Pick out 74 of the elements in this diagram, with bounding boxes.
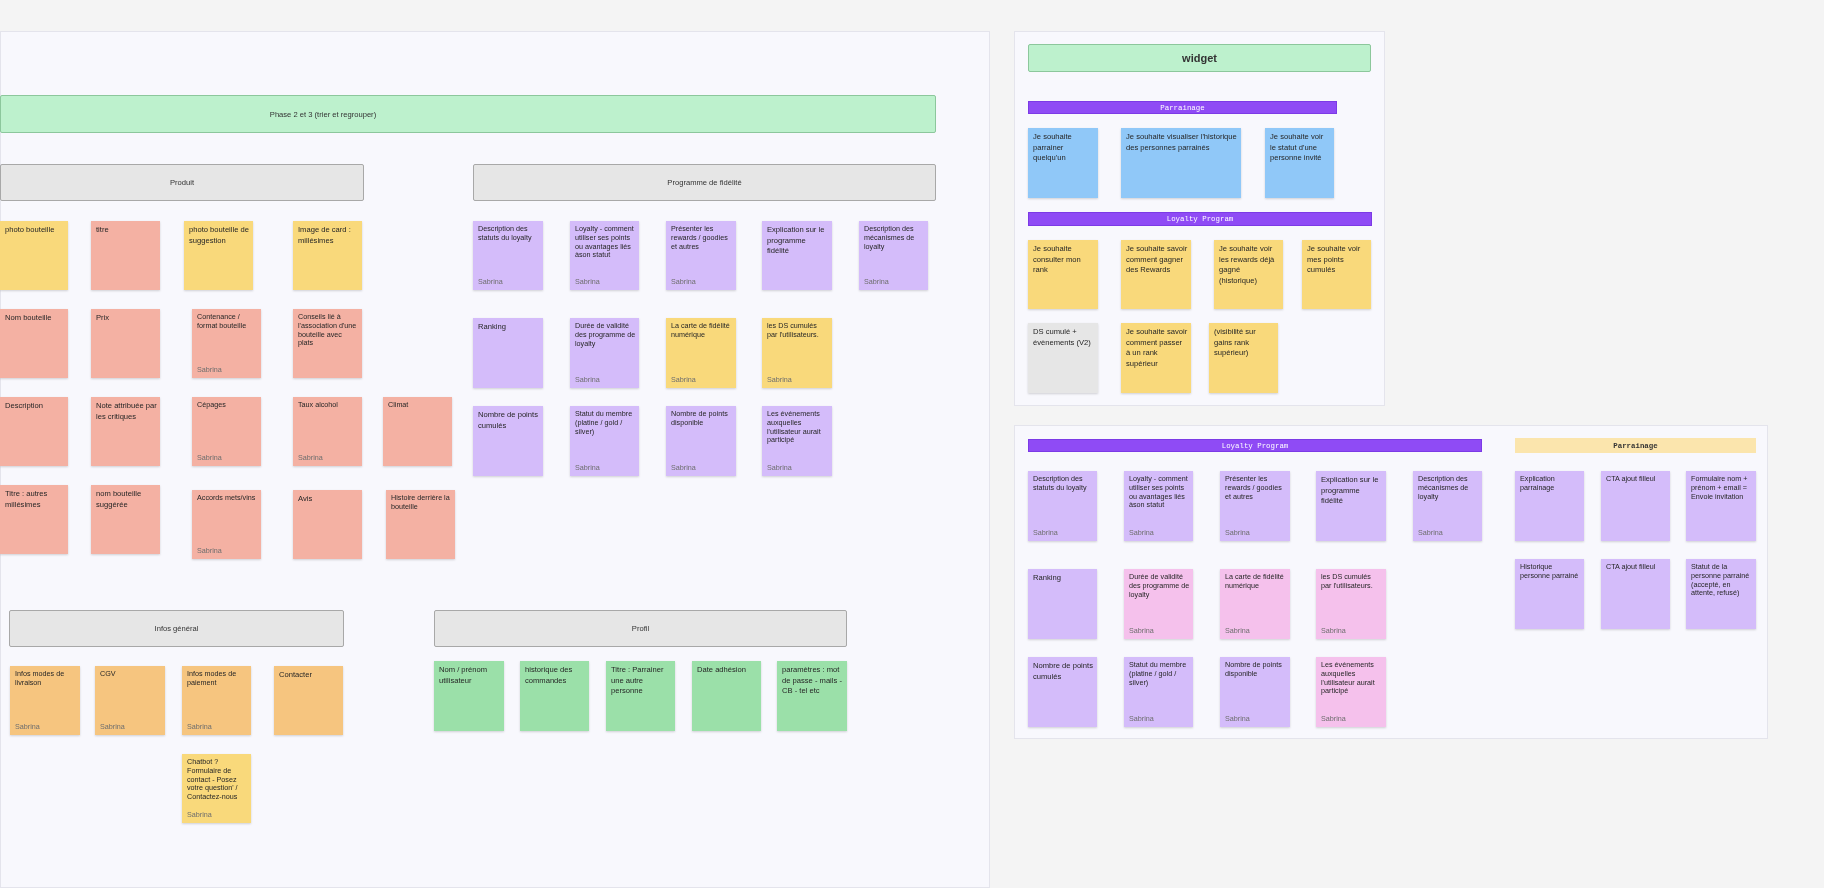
sticky-note xyxy=(1124,657,1193,727)
sticky-note xyxy=(762,221,832,290)
sticky-note xyxy=(762,406,832,476)
sticky-note xyxy=(473,318,543,388)
sticky-note xyxy=(95,666,165,735)
sticky-note xyxy=(666,406,736,476)
sticky-note xyxy=(1121,240,1191,309)
sticky-note xyxy=(184,221,253,290)
sticky-note xyxy=(0,397,68,466)
sticky-note xyxy=(606,661,675,731)
sticky-note xyxy=(1302,240,1371,309)
sticky-note xyxy=(1515,471,1584,541)
sticky-note xyxy=(473,221,543,290)
sticky-note xyxy=(1209,323,1278,393)
sticky-note xyxy=(473,406,543,476)
sticky-note xyxy=(1028,471,1097,541)
sticky-note xyxy=(0,221,68,290)
sticky-note xyxy=(1028,128,1098,198)
sticky-note xyxy=(762,318,832,388)
sticky-note xyxy=(1316,569,1386,639)
board-frame xyxy=(0,31,990,888)
sticky-note xyxy=(570,318,639,388)
sticky-note xyxy=(1601,559,1670,629)
sticky-note xyxy=(1316,657,1386,727)
sticky-note xyxy=(192,490,261,559)
sticky-note xyxy=(91,221,160,290)
sticky-note xyxy=(1220,471,1290,541)
sticky-note xyxy=(859,221,928,290)
sticky-note xyxy=(1265,128,1334,198)
sticky-note xyxy=(1028,569,1097,639)
sticky-note xyxy=(1601,471,1670,541)
sticky-note xyxy=(0,309,68,378)
sticky-note xyxy=(0,485,68,554)
sticky-note xyxy=(192,309,261,378)
sticky-note xyxy=(293,490,362,559)
sticky-note xyxy=(1121,323,1191,393)
sticky-note xyxy=(293,397,362,466)
sticky-note xyxy=(570,406,639,476)
board-frame xyxy=(1014,425,1768,739)
sticky-note xyxy=(1686,559,1756,629)
sticky-note xyxy=(182,754,251,823)
sticky-note xyxy=(293,221,362,290)
sticky-note xyxy=(10,666,80,735)
widget-title-banner: widget xyxy=(1028,44,1371,72)
sticky-note xyxy=(274,666,343,735)
sticky-note xyxy=(434,661,504,731)
sticky-note xyxy=(1316,471,1386,541)
sticky-note xyxy=(520,661,589,731)
sticky-note xyxy=(777,661,847,731)
sticky-note xyxy=(1220,569,1290,639)
sticky-note xyxy=(1028,240,1098,309)
sticky-note xyxy=(91,485,160,554)
sticky-note xyxy=(692,661,761,731)
sticky-note xyxy=(1214,240,1283,309)
sticky-note xyxy=(1124,569,1193,639)
sticky-note xyxy=(386,490,455,559)
sticky-note xyxy=(570,221,639,290)
sticky-note xyxy=(293,309,362,378)
sticky-note xyxy=(192,397,261,466)
sticky-note xyxy=(1220,657,1290,727)
sticky-note xyxy=(1124,471,1193,541)
sticky-note xyxy=(91,309,160,378)
sticky-note xyxy=(1515,559,1584,629)
sticky-note xyxy=(1121,128,1241,198)
sticky-note xyxy=(666,318,736,388)
sticky-note xyxy=(1028,323,1098,393)
sticky-note xyxy=(1413,471,1482,541)
board-frame xyxy=(1014,31,1385,406)
sticky-note xyxy=(383,397,452,466)
sticky-note xyxy=(1028,657,1097,727)
sticky-note xyxy=(1686,471,1756,541)
sticky-note xyxy=(182,666,251,735)
sticky-note xyxy=(666,221,736,290)
sticky-note xyxy=(91,397,160,466)
